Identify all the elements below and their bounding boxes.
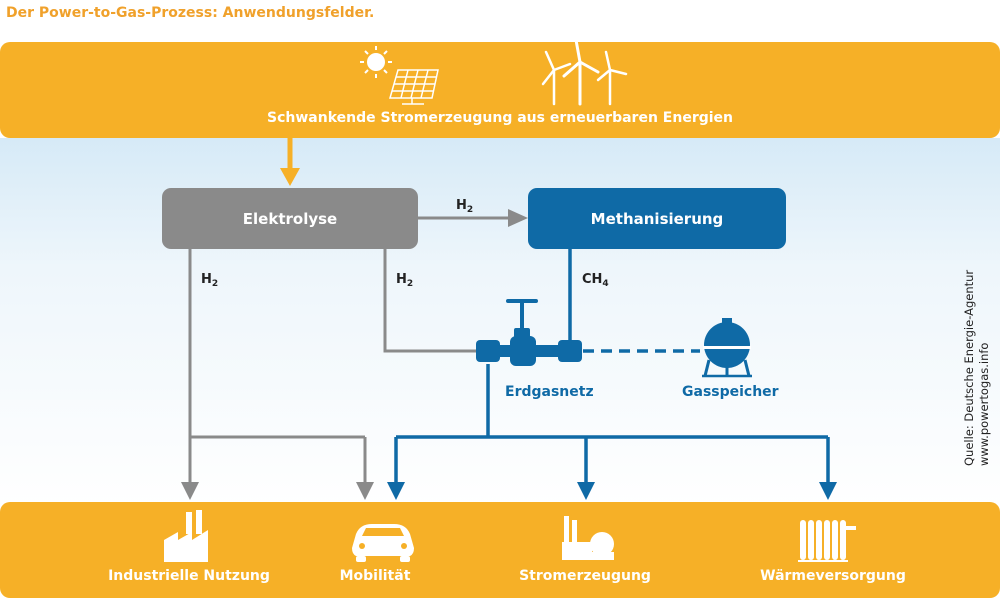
solar-panel-icon bbox=[389, 69, 439, 105]
h2-label-top: H2 bbox=[456, 198, 474, 215]
h2-label-left: H2 bbox=[201, 272, 219, 289]
page-title: Der Power-to-Gas-Prozess: Anwendungsfeld… bbox=[6, 5, 375, 21]
source-line-2: www.powertogas.info bbox=[977, 342, 991, 466]
use-waermeversorgung: Wärmeversorgung bbox=[760, 568, 906, 584]
elektrolyse-box: Elektrolyse bbox=[162, 188, 418, 249]
use-mobilitaet: Mobilität bbox=[339, 568, 411, 584]
source-line-1: Quelle: Deutsche Energie-Agentur bbox=[962, 269, 976, 466]
elektrolyse-label: Elektrolyse bbox=[242, 209, 338, 228]
methane-arrowheads bbox=[387, 482, 837, 500]
diagram-canvas bbox=[0, 38, 1000, 598]
gasspeicher-label: Gasspeicher bbox=[682, 384, 779, 400]
methane-lines bbox=[394, 249, 830, 484]
use-industrie: Industrielle Nutzung bbox=[108, 568, 270, 584]
power-plant-icon bbox=[562, 516, 614, 560]
h2-label-middle: H2 bbox=[396, 272, 414, 289]
gas-tank-icon bbox=[702, 318, 752, 378]
methanisierung-label: Methanisierung bbox=[590, 209, 724, 228]
source-credit: Quelle: Deutsche Energie-Agentur www.pow… bbox=[962, 270, 992, 466]
top-band-caption: Schwankende Stromerzeugung aus erneuerba… bbox=[267, 110, 733, 126]
hydrogen-arrowheads bbox=[181, 209, 528, 500]
hydrogen-lines bbox=[188, 216, 510, 484]
factory-icon bbox=[164, 510, 208, 562]
sun-icon bbox=[360, 46, 392, 78]
radiator-icon bbox=[798, 520, 856, 562]
car-icon bbox=[352, 524, 414, 562]
top-band bbox=[0, 42, 1000, 138]
methanisierung-box: Methanisierung bbox=[528, 188, 786, 249]
erdgasnetz-label: Erdgasnetz bbox=[505, 384, 594, 400]
valve-icon bbox=[476, 299, 582, 366]
bottom-band bbox=[0, 502, 1000, 598]
wind-turbine-icon bbox=[541, 38, 628, 106]
ch4-label: CH4 bbox=[582, 272, 609, 289]
power-input-arrow bbox=[280, 138, 300, 186]
process-area bbox=[0, 138, 1000, 508]
use-stromerzeugung: Stromerzeugung bbox=[519, 568, 651, 584]
